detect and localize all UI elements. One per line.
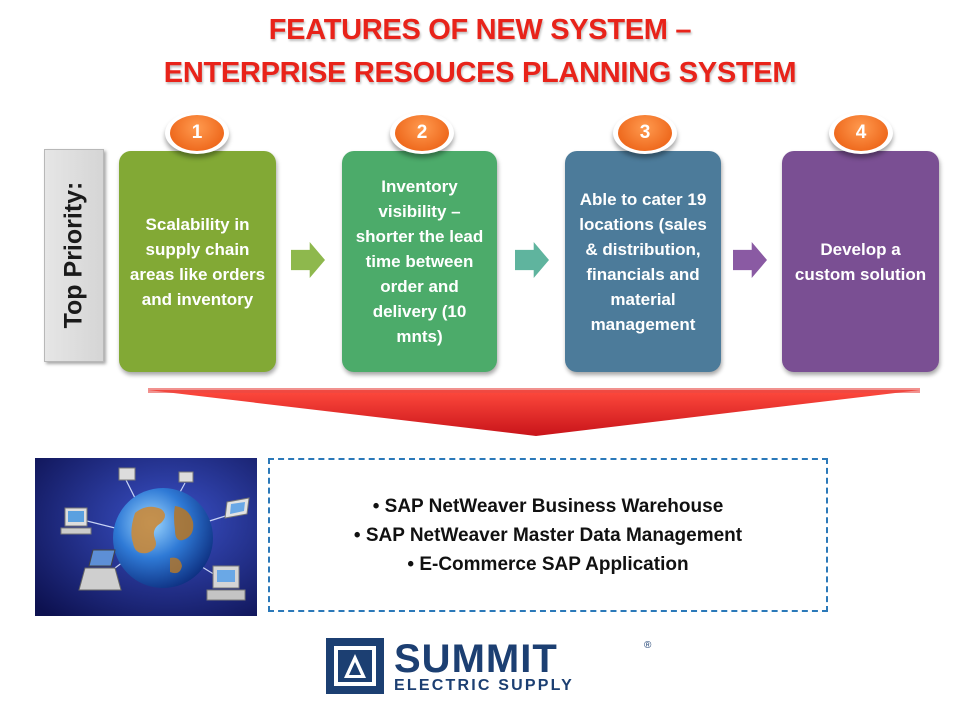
step-number-3: 3 [618, 115, 672, 151]
sap-item: • E-Commerce SAP Application [407, 553, 689, 575]
arrow-right-icon [733, 242, 767, 278]
arrow-right-icon [515, 242, 549, 278]
logo-tagline: ELECTRIC SUPPLY [394, 677, 574, 694]
step-card-1-text: Scalability in supply chain areas like o… [129, 214, 266, 309]
globe-network-image [35, 458, 257, 616]
sap-applications-box: • SAP NetWeaver Business Warehouse • SAP… [268, 458, 828, 612]
step-card-3: Able to cater 19 locations (sales & dist… [565, 151, 721, 372]
step-card-4: Develop a custom solution [782, 151, 939, 372]
computer-icon [60, 507, 92, 535]
step-card-3-text: Able to cater 19 locations (sales & dist… [579, 189, 707, 334]
step-badge-2: 2 [390, 112, 454, 154]
step-card-4-text: Develop a custom solution [794, 239, 927, 284]
step-card-2: Inventory visibility – shorter the lead … [342, 151, 497, 372]
arrow-right-icon [291, 242, 325, 278]
step-number-1: 1 [170, 115, 224, 151]
logo-name: SUMMIT [394, 637, 558, 681]
title-line-2: ENTERPRISE RESOUCES PLANNING SYSTEM [163, 57, 797, 89]
step-card-1: Scalability in supply chain areas like o… [119, 151, 276, 372]
top-priority-label: Top Priority: [59, 181, 88, 329]
funnel-arrow-icon [148, 388, 920, 436]
step-number-4: 4 [834, 115, 888, 151]
summit-logo: SUMMIT ELECTRIC SUPPLY ® [326, 638, 656, 698]
laptop-icon [78, 549, 122, 591]
sap-item: • SAP NetWeaver Business Warehouse [372, 495, 724, 517]
summit-logo-icon [326, 638, 384, 694]
top-priority-box: Top Priority: [44, 149, 104, 362]
globe-network-icon [35, 458, 257, 616]
step-number-2: 2 [395, 115, 449, 151]
step-badge-1: 1 [165, 112, 229, 154]
registered-mark: ® [644, 640, 652, 651]
sap-item: • SAP NetWeaver Master Data Management [353, 524, 743, 546]
step-badge-3: 3 [613, 112, 677, 154]
title-line-1: FEATURES OF NEW SYSTEM – [268, 14, 692, 46]
step-badge-4: 4 [829, 112, 893, 154]
step-card-2-text: Inventory visibility – shorter the lead … [355, 177, 484, 346]
